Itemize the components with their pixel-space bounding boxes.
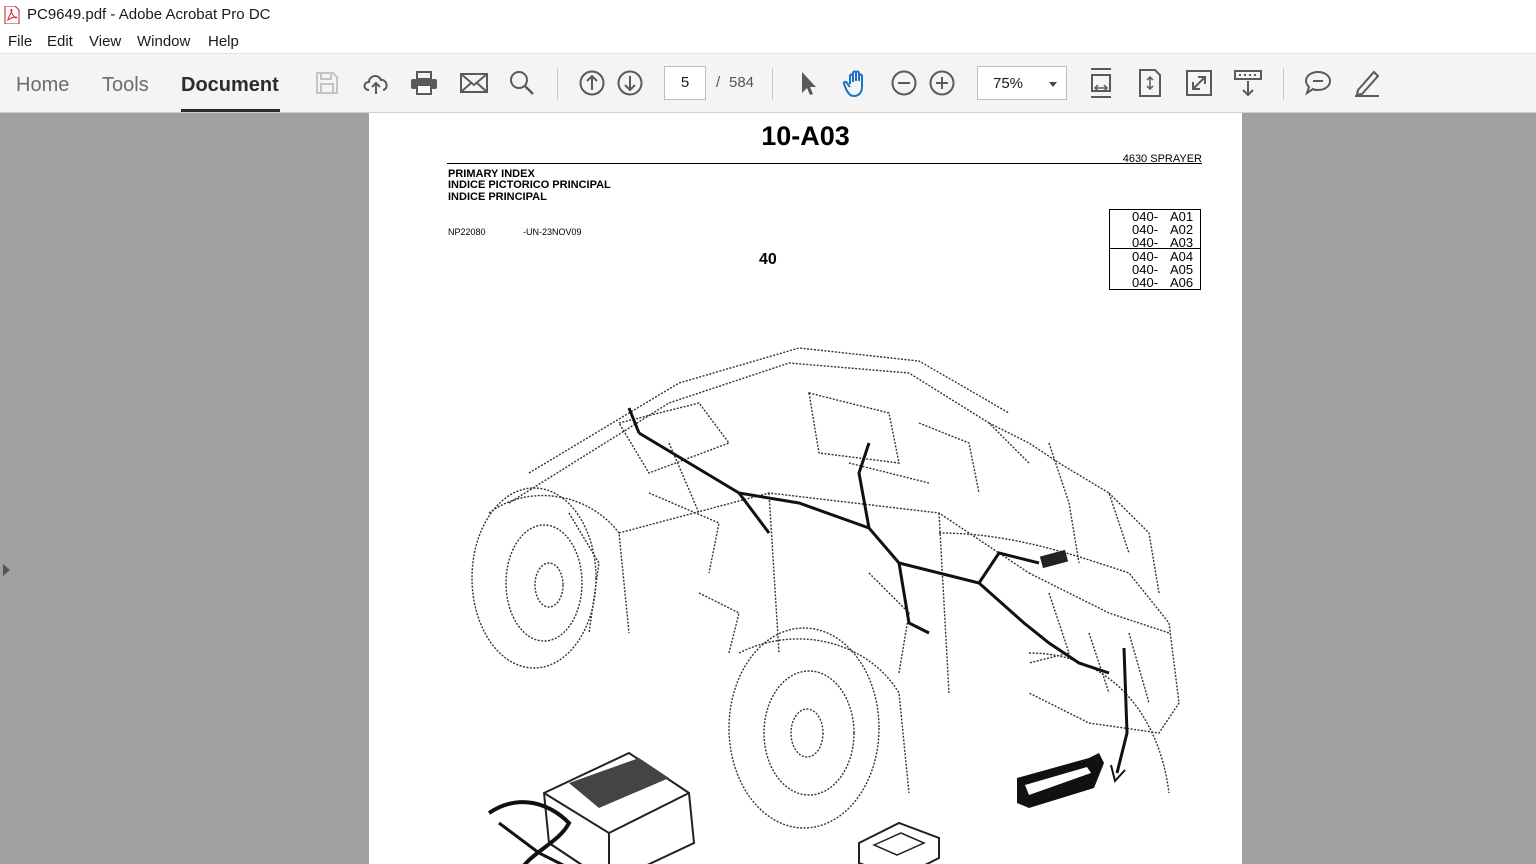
upload-cloud-button[interactable] <box>359 66 393 100</box>
fit-page-button[interactable] <box>1133 66 1167 100</box>
comment-button[interactable] <box>1301 66 1335 100</box>
zoom-in-button[interactable] <box>925 66 959 100</box>
ref-row[interactable]: 040-A02 <box>1132 222 1194 237</box>
select-tool-button[interactable] <box>790 66 824 100</box>
zoom-in-icon <box>929 70 955 96</box>
next-page-icon <box>617 70 643 96</box>
reference-table: 040-A01 040-A02 040-A03 040-A04 040-A05 … <box>1109 209 1201 290</box>
highlight-pen-icon <box>1355 70 1380 97</box>
zoom-dropdown[interactable]: 75% <box>977 66 1067 100</box>
window-title: PC9649.pdf - Adobe Acrobat Pro DC <box>27 6 271 23</box>
email-button[interactable] <box>457 66 491 100</box>
chevron-down-icon <box>1049 82 1057 87</box>
next-page-button[interactable] <box>613 66 647 100</box>
illustration-code: NP22080 <box>448 227 486 237</box>
toolbar-separator <box>772 68 773 100</box>
menu-edit[interactable]: Edit <box>47 33 73 50</box>
tab-home[interactable]: Home <box>16 74 70 96</box>
ref-row[interactable]: 040-A05 <box>1132 262 1194 277</box>
comment-icon <box>1304 70 1332 96</box>
menu-window[interactable]: Window <box>137 33 191 50</box>
pdf-page: 10-A03 4630 SPRAYER PRIMARY INDEX INDICE… <box>369 113 1242 864</box>
highlight-button[interactable] <box>1350 66 1384 100</box>
model-label: 4630 SPRAYER <box>1122 153 1202 165</box>
full-screen-icon <box>1186 70 1212 96</box>
ref-row[interactable]: 040-A06 <box>1132 275 1194 290</box>
expand-panel-icon[interactable] <box>3 564 10 576</box>
select-arrow-icon <box>802 72 816 95</box>
revision-code: -UN-23NOV09 <box>523 227 582 237</box>
zoom-value: 75% <box>993 75 1024 92</box>
toolbar-separator <box>557 68 558 100</box>
menu-bar: File Edit View Window Help <box>0 30 1536 54</box>
document-viewer[interactable]: 10-A03 4630 SPRAYER PRIMARY INDEX INDICE… <box>0 113 1536 864</box>
previous-page-icon <box>579 70 605 96</box>
tab-tools[interactable]: Tools <box>102 74 149 96</box>
zoom-out-button[interactable] <box>887 66 921 100</box>
upload-cloud-icon <box>363 75 388 94</box>
title-bar: PC9649.pdf - Adobe Acrobat Pro DC <box>0 0 1536 30</box>
heading-english: PRIMARY INDEX <box>448 168 535 180</box>
page-separator: / <box>716 74 721 91</box>
heading-portuguese: INDICE PRINCIPAL <box>448 191 547 203</box>
fit-page-icon <box>1139 69 1161 97</box>
ref-row[interactable]: 040-A04 <box>1132 249 1194 264</box>
fit-width-icon <box>1091 68 1111 98</box>
total-pages: 584 <box>729 74 755 91</box>
menu-file[interactable]: File <box>8 33 33 50</box>
menu-view[interactable]: View <box>89 33 122 50</box>
sprayer-wiring-illustration <box>471 347 1180 864</box>
hand-tool-button[interactable] <box>839 66 873 100</box>
tab-document[interactable]: Document <box>181 74 279 96</box>
scroll-mode-icon <box>1234 70 1262 97</box>
print-icon <box>411 71 437 95</box>
pdf-file-icon <box>4 6 20 24</box>
fit-width-button[interactable] <box>1084 66 1118 100</box>
heading-spanish: INDICE PICTORICO PRINCIPAL <box>448 179 611 191</box>
email-icon <box>460 73 488 93</box>
header-rule <box>447 163 1202 164</box>
section-number: 40 <box>759 251 777 268</box>
hand-tool-icon <box>842 70 863 97</box>
previous-page-button[interactable] <box>575 66 609 100</box>
zoom-out-icon <box>891 70 917 96</box>
toolbar-separator <box>1283 68 1284 100</box>
ref-row[interactable]: 040-A01 <box>1132 209 1194 224</box>
print-button[interactable] <box>407 66 441 100</box>
search-button[interactable] <box>505 66 539 100</box>
ref-row[interactable]: 040-A03 <box>1132 235 1194 250</box>
save-button[interactable] <box>310 66 344 100</box>
toolbar: Home Tools Document 5 / 584 75% <box>0 54 1536 113</box>
search-icon <box>510 71 534 95</box>
active-tab-underline <box>181 109 280 112</box>
table-divider <box>1110 248 1200 249</box>
full-screen-button[interactable] <box>1182 66 1216 100</box>
scroll-mode-button[interactable] <box>1231 66 1265 100</box>
page-number-input[interactable]: 5 <box>664 66 706 100</box>
page-title: 10-A03 <box>761 121 850 151</box>
menu-help[interactable]: Help <box>208 33 239 50</box>
save-icon <box>316 72 338 94</box>
